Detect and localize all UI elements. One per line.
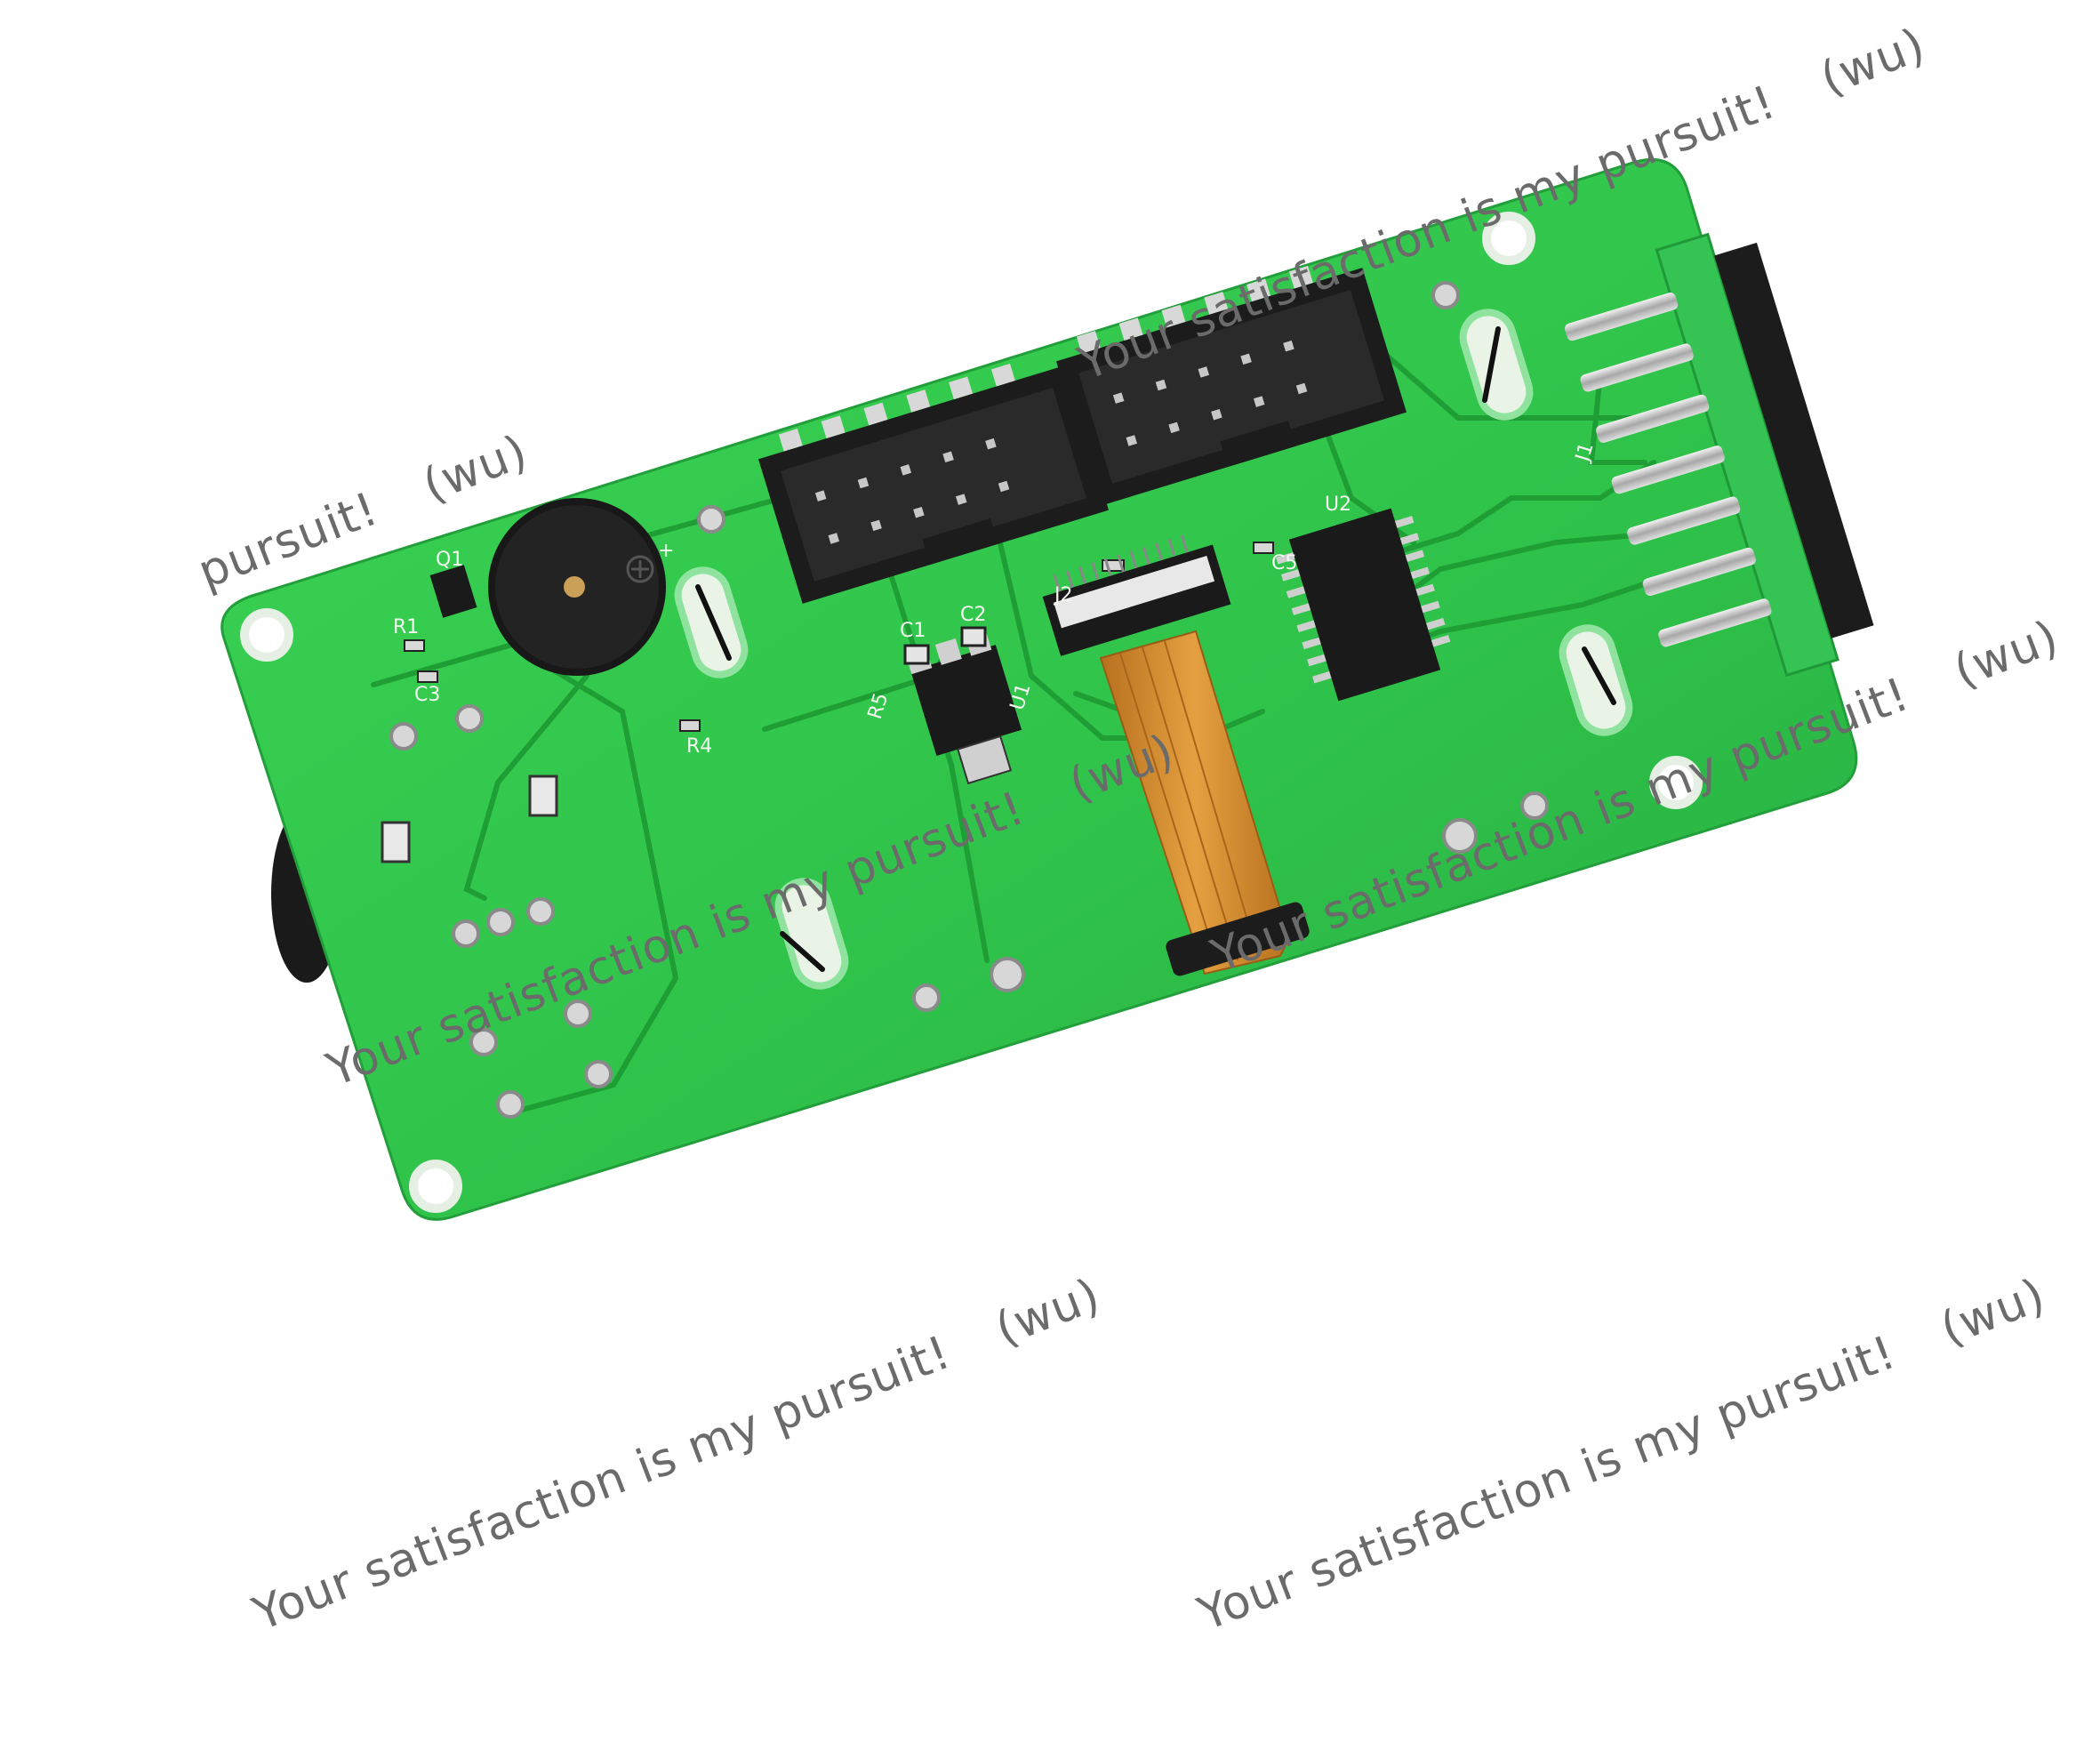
through-hole-pads [389,281,1549,1119]
slot-holes [674,309,1633,990]
ribbon-cable [1099,630,1291,975]
transistor-q1 [429,565,477,618]
label-c1: C1 [900,620,926,642]
smd-pads [381,775,558,863]
smd-parts [404,542,1274,732]
label-c3: C3 [414,684,440,706]
mounting-holes [240,212,1703,1213]
fpc-connector-j2 [1042,534,1231,656]
label-plus: + [658,540,674,562]
label-u2: U2 [1325,494,1351,516]
box-header-right [1056,265,1407,506]
ribbon-cable-lines [1119,640,1259,966]
box-header-left [758,363,1109,604]
label-r1: R1 [393,616,419,638]
buzzer [488,498,666,676]
slot-wires [695,326,1616,972]
label-c2: C2 [960,604,986,626]
label-c5: C5 [1271,552,1297,574]
pin-header-j1 [1565,232,1874,678]
pcb-board [220,157,1858,1221]
label-j2: J2 [1053,584,1073,606]
ic-u2 [1276,508,1451,702]
label-q1: Q1 [436,549,463,571]
capacitors-c1-c2 [903,626,987,665]
label-r4: R4 [686,735,712,758]
ribbon-end-slot [1166,902,1310,976]
